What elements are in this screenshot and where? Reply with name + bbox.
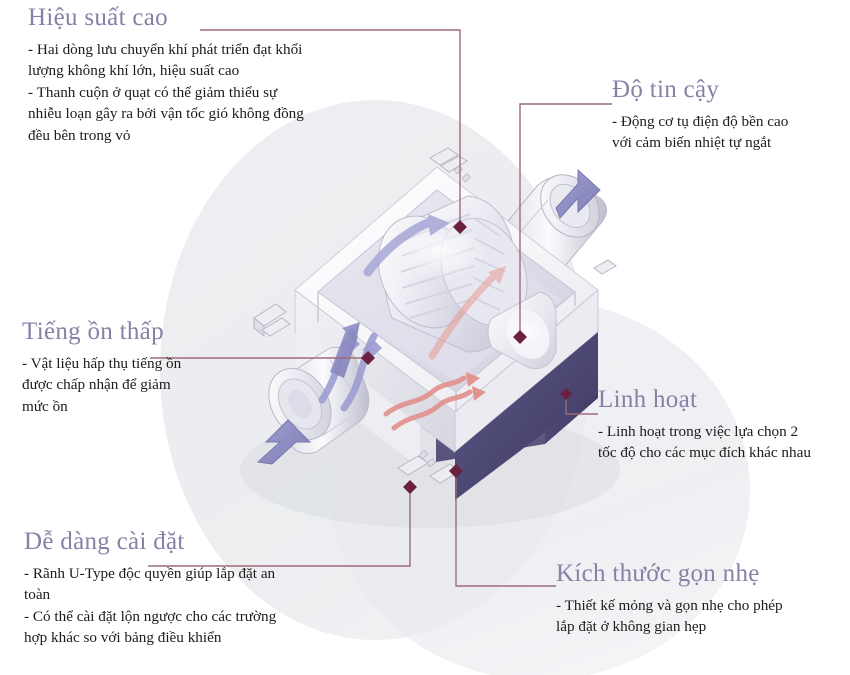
callout-body-easy-install: - Rãnh U-Type độc quyền giúp lắp đặt an … [24, 563, 364, 649]
callout-line: tốc độ cho các mục đích khác nhau [598, 444, 811, 462]
callout-line: - Có thể cài đặt lộn ngược cho các trườn… [24, 607, 277, 625]
airflow-warm [383, 375, 473, 431]
callout-line: - Động cơ tụ điện độ bền cao [612, 112, 789, 130]
callout-title-reliability: Độ tin cậy [612, 76, 720, 103]
airflow-warm-arrowheads [466, 372, 486, 401]
inlet-duct [268, 346, 370, 454]
marker-compact-size [449, 464, 463, 478]
connector-compact-size [455, 470, 556, 587]
marker-high-efficiency [453, 220, 467, 234]
marker-reliability [513, 330, 527, 344]
callout-line: - Hai dòng lưu chuyển khí phát triển đạt… [28, 40, 303, 58]
callout-reliability: Độ tin cậy - Động cơ tụ điện độ bền cao … [612, 76, 850, 154]
marker-low-noise [361, 351, 375, 365]
callout-title-flexible: Linh hoạt [598, 386, 698, 413]
callout-body-compact-size: - Thiết kế mỏng và gọn nhẹ cho phép lắp … [556, 595, 850, 638]
callout-body-reliability: - Động cơ tụ điện độ bền cao với cảm biế… [612, 111, 850, 154]
callout-line: toàn [24, 586, 51, 604]
callout-title-high-efficiency: Hiệu suất cao [28, 4, 168, 31]
arrow-air-outlet [555, 168, 601, 219]
callout-body-low-noise: - Vật liệu hấp thụ tiếng ồn được chấp nh… [22, 353, 322, 418]
callout-low-noise: Tiếng ồn thấp - Vật liệu hấp thụ tiếng ồ… [22, 318, 322, 417]
connector-high-efficiency [200, 29, 461, 226]
callout-line: hợp khác so với bảng điều khiển [24, 629, 222, 647]
callout-line: - Linh hoạt trong việc lựa chọn 2 [598, 422, 799, 440]
callout-title-compact-size: Kích thước gọn nhẹ [556, 560, 760, 587]
connector-flexible [565, 394, 598, 415]
callout-body-high-efficiency: - Hai dòng lưu chuyển khí phát triển đạt… [28, 39, 388, 147]
callout-line: - Thanh cuộn ở quạt có thể giảm thiểu sự [28, 83, 278, 101]
callout-high-efficiency: Hiệu suất cao - Hai dòng lưu chuyển khí … [28, 4, 388, 146]
fan-impeller [377, 195, 528, 353]
callout-line: đều bên trong vỏ [28, 126, 131, 144]
callout-line: với cảm biến nhiệt tự ngắt [612, 134, 772, 152]
callout-line: lắp đặt ở không gian hẹp [556, 618, 707, 636]
callout-markers [361, 220, 572, 494]
callout-easy-install: Dễ dàng cài đặt - Rãnh U-Type độc quyền … [24, 528, 364, 649]
callout-line: nhiễu loạn gây ra bởi vận tốc gió không … [28, 105, 304, 123]
callout-flexible: Linh hoạt - Linh hoạt trong việc lựa chọ… [598, 386, 850, 464]
airflow-rising-arrow [330, 322, 360, 378]
marker-flexible [560, 388, 572, 400]
callout-line: - Thiết kế mỏng và gọn nhẹ cho phép [556, 596, 783, 614]
airflow-warm-arc [428, 266, 506, 360]
airflow-internal-arrow [363, 214, 450, 277]
callout-title-low-noise: Tiếng ồn thấp [22, 318, 164, 345]
callout-line: lượng không khí lớn, hiệu suất cao [28, 62, 240, 80]
callout-line: - Vật liệu hấp thụ tiếng ồn [22, 354, 182, 372]
callout-line: mức ồn [22, 397, 68, 415]
motor-block [487, 291, 557, 370]
marker-easy-install [403, 480, 417, 494]
callout-body-flexible: - Linh hoạt trong việc lựa chọn 2 tốc độ… [598, 421, 850, 464]
callout-line: - Rãnh U-Type độc quyền giúp lắp đặt an [24, 564, 276, 582]
callout-title-easy-install: Dễ dàng cài đặt [24, 528, 185, 555]
callout-line: được chấp nhận để giảm [22, 376, 171, 394]
connector-reliability [519, 103, 612, 336]
arrow-air-inlet [256, 419, 312, 465]
connector-easy-install [148, 486, 411, 567]
callout-compact-size: Kích thước gọn nhẹ - Thiết kế mỏng và gọ… [556, 560, 850, 638]
